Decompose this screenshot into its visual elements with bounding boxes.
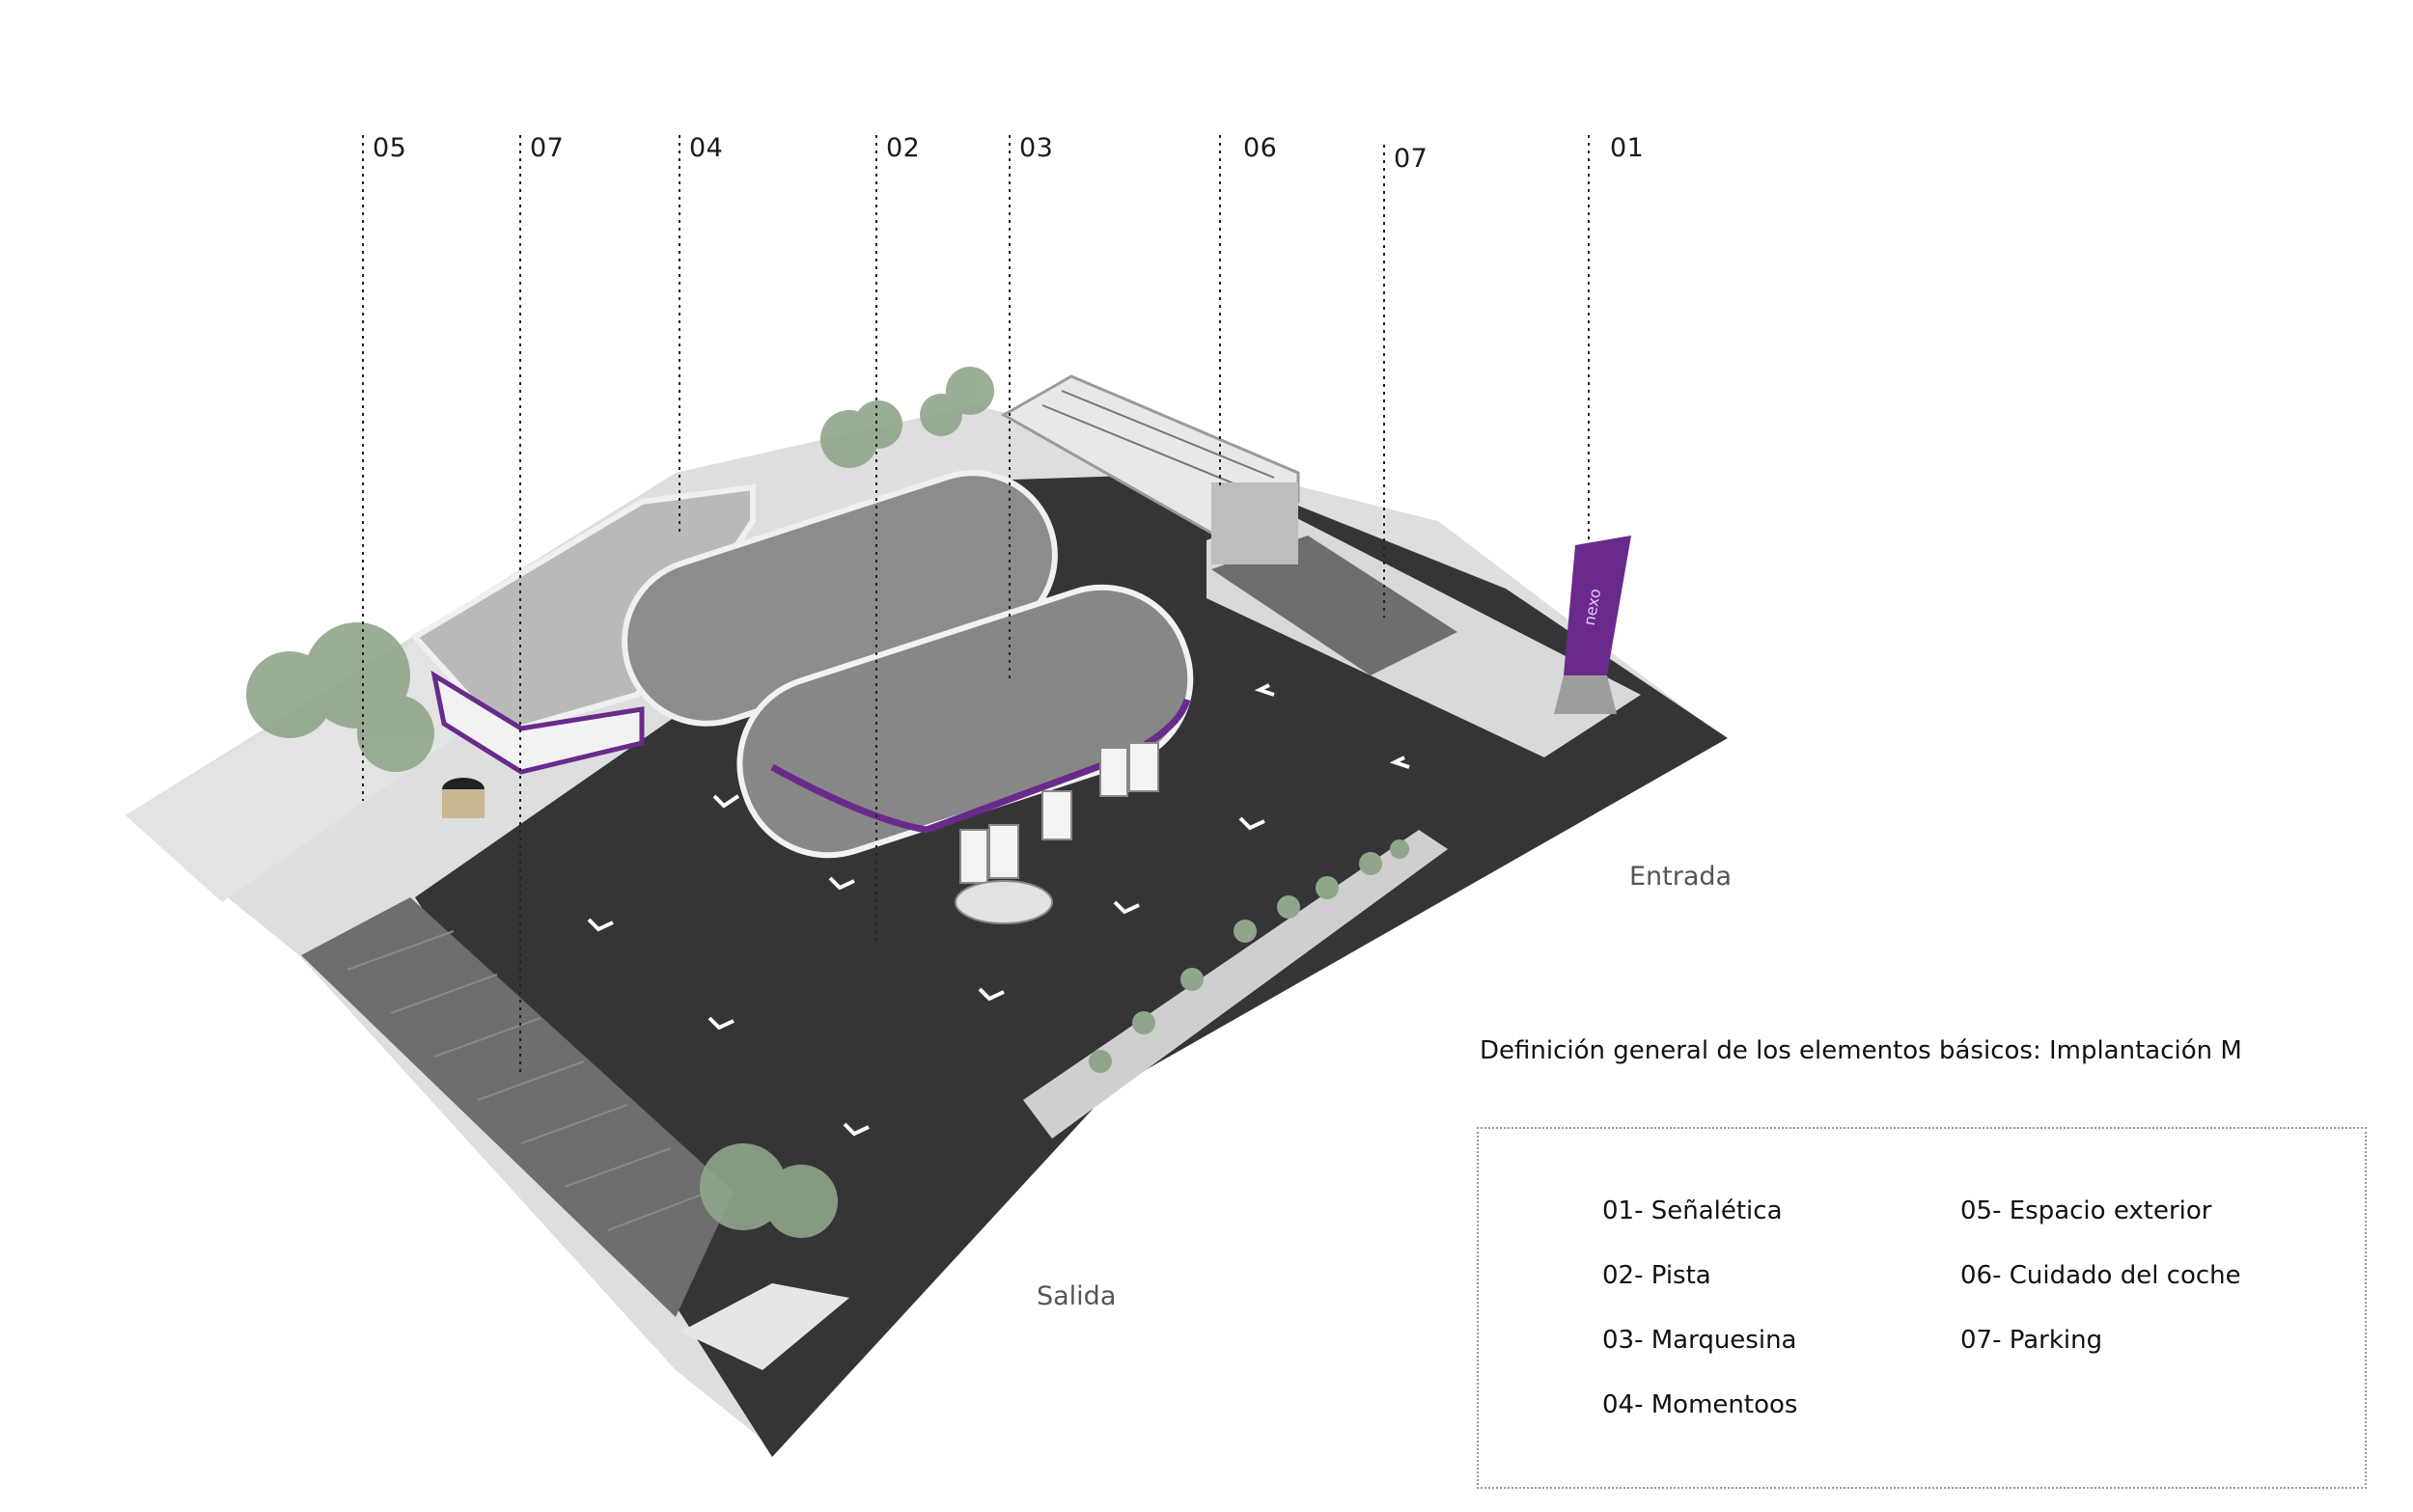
legend-item-04: 04- Momentoos: [1602, 1390, 1798, 1419]
callout-06: 06: [1243, 133, 1278, 163]
totem: [1564, 536, 1631, 675]
diagram-caption: Definición general de los elementos bási…: [1480, 1036, 2242, 1065]
legend-box: [1477, 1127, 2367, 1489]
trees: [246, 367, 994, 1238]
parking-bays-left: [301, 897, 734, 1317]
median-shrubs: [1089, 839, 1409, 1073]
trash-bin-body: [442, 789, 485, 818]
callout-07-left: 07: [530, 133, 565, 163]
callout-01: 01: [1610, 133, 1645, 163]
callout-07-right: 07: [1394, 144, 1428, 174]
direction-arrows: [587, 683, 1410, 1137]
legend-item-03: 03- Marquesina: [1602, 1326, 1797, 1355]
callout-04: 04: [689, 133, 724, 163]
bottom-planter: [680, 1283, 849, 1370]
car: [955, 880, 1053, 924]
callout-lines: [362, 135, 1590, 1076]
entrance-label: Entrada: [1629, 862, 1733, 892]
median-planter: [1023, 830, 1448, 1139]
callout-05: 05: [373, 133, 407, 163]
legend-item-06: 06- Cuidado del coche: [1960, 1261, 2241, 1290]
legend-item-01: 01- Señalética: [1602, 1196, 1783, 1225]
legend-item-02: 02- Pista: [1602, 1261, 1711, 1290]
callout-03: 03: [1019, 133, 1054, 163]
shop-facade: [430, 670, 645, 775]
car-wash-bay: [1211, 482, 1298, 564]
totem-base: [1554, 675, 1617, 714]
parking-lines-left: [347, 930, 710, 1231]
parking-bays-right: [1211, 536, 1457, 675]
callout-02: 02: [886, 133, 921, 163]
fuel-pumps: [959, 742, 1159, 884]
exit-label: Salida: [1037, 1281, 1117, 1311]
legend-item-05: 05- Espacio exterior: [1960, 1196, 2212, 1225]
canopy-purple-edge: [770, 698, 1191, 834]
legend-item-07: 07- Parking: [1960, 1326, 2103, 1355]
